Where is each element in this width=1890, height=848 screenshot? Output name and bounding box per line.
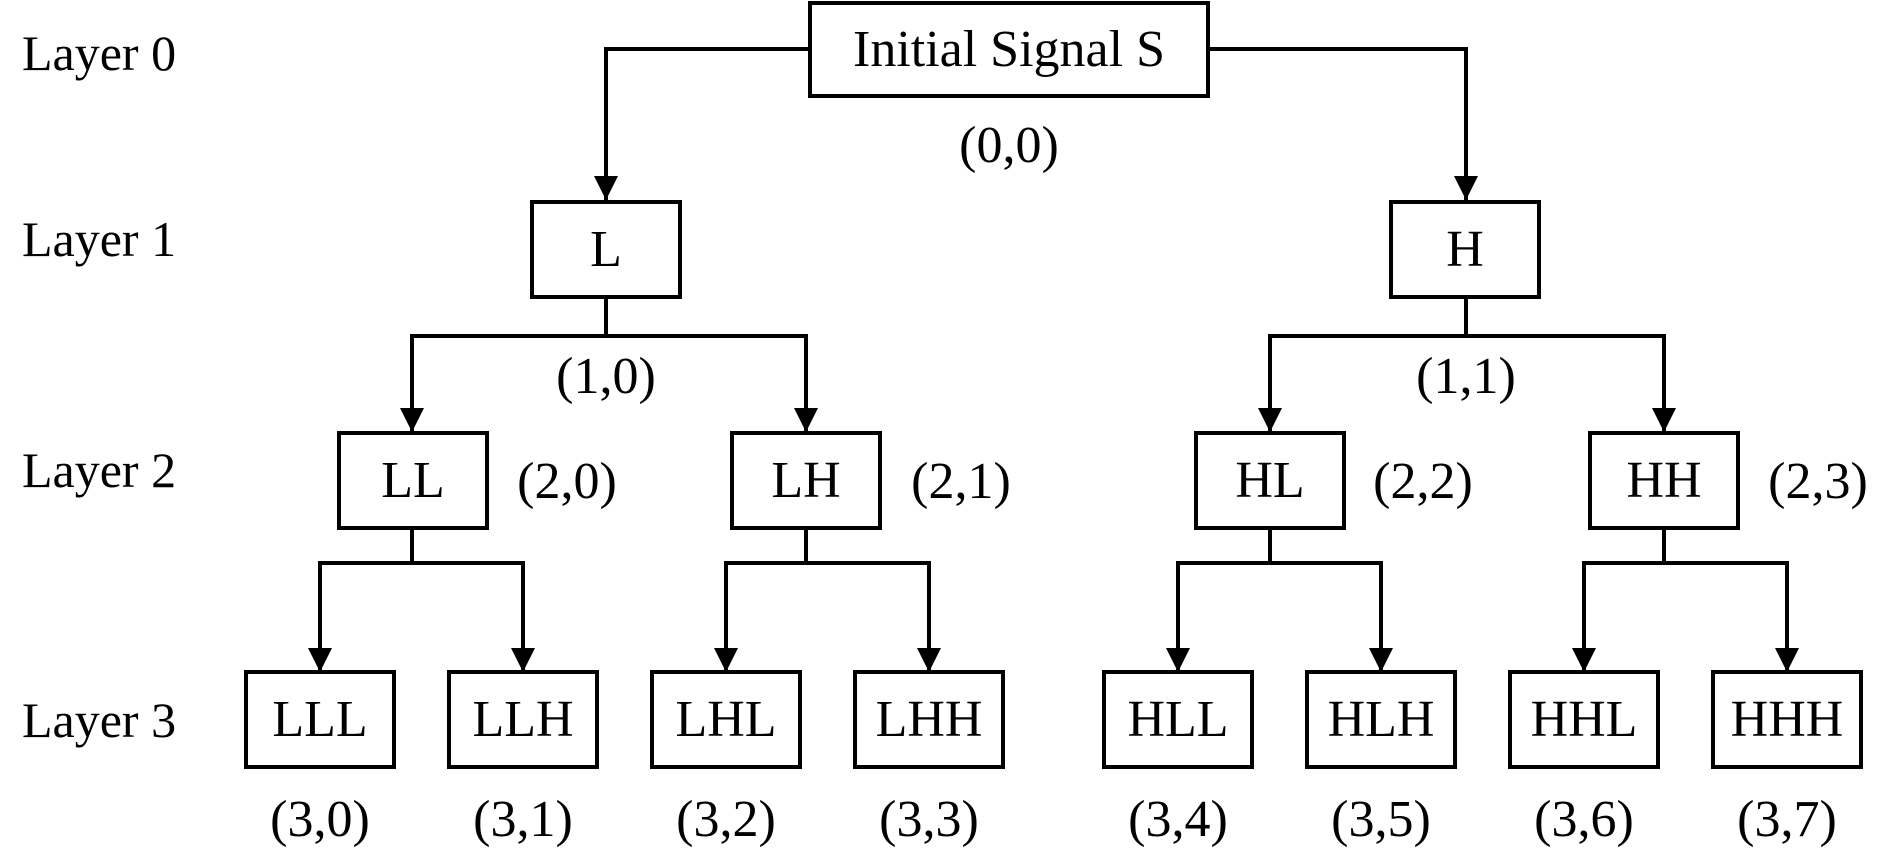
node-l: L [530,200,682,299]
node-llh-box [447,670,599,769]
edge-hl-to-hll [1166,561,1270,672]
layer-label-0: Layer 0 [22,25,176,81]
node-ll-box [337,431,489,530]
coord-hl: (2,2) [1373,453,1473,510]
node-hl-box [1194,431,1346,530]
node-l-box [530,200,682,299]
node-h-box [1389,200,1541,299]
node-hh-box [1588,431,1740,530]
node-hhh-box [1711,670,1863,769]
edge-hl-to-hlh [1270,561,1393,672]
coord-llh: (3,1) [473,791,573,848]
coord-hh: (2,3) [1768,453,1868,510]
coord-lhl: (3,2) [676,791,776,848]
coord-l: (1,0) [556,348,656,405]
coord-ll: (2,0) [517,453,617,510]
node-lh-box [730,431,882,530]
node-lhh-box [853,670,1005,769]
node-hlh-box [1305,670,1457,769]
node-hhh-label: HHH [1731,691,1844,748]
node-hhl: HHL [1508,670,1660,769]
node-ll-label: LL [381,452,445,509]
node-hh: HH [1588,431,1740,530]
node-ll: LL [337,431,489,530]
edge-root-to-l [594,47,808,200]
coord-lll: (3,0) [270,791,370,848]
node-lhl: LHL [650,670,802,769]
layer-label-2: Layer 2 [22,442,176,498]
node-hlh: HLH [1305,670,1457,769]
node-l-label: L [590,221,622,278]
edge-ll-to-llh [412,561,535,672]
coord-hhh: (3,7) [1737,791,1837,848]
coord-hlh: (3,5) [1331,791,1431,848]
node-lh: LH [730,431,882,530]
node-llh: LLH [447,670,599,769]
node-lh-label: LH [771,452,840,509]
node-h: H [1389,200,1541,299]
coord-lhh: (3,3) [879,791,979,848]
edges [308,47,1799,672]
edge-h-to-hh [1466,334,1676,432]
node-hll: HLL [1102,670,1254,769]
coord-lh: (2,1) [911,453,1011,510]
edge-lh-to-lhh [806,561,941,672]
node-root: Initial Signal S [808,1,1210,98]
edge-l-to-lh [606,334,818,432]
node-lll-box [244,670,396,769]
node-lhh: LHH [853,670,1005,769]
edge-hh-to-hhh [1664,561,1799,672]
node-llh-label: LLH [472,691,573,748]
node-hlh-label: HLH [1328,691,1435,748]
node-h-label: H [1446,221,1484,278]
node-lll-label: LLL [272,691,367,748]
edge-hh-to-hhl [1572,561,1664,672]
node-root-box [808,1,1210,98]
node-hll-box [1102,670,1254,769]
node-hhl-box [1508,670,1660,769]
edge-ll-to-lll [308,561,412,672]
coord-hll: (3,4) [1128,791,1228,848]
coord-h: (1,1) [1416,348,1516,405]
node-hhl-label: HHL [1531,691,1638,748]
node-lhl-box [650,670,802,769]
node-lhl-label: LHL [675,691,776,748]
edge-root-to-h [1208,47,1478,200]
node-lll: LLL [244,670,396,769]
node-hl: HL [1194,431,1346,530]
edge-l-to-ll [400,334,606,432]
node-hhh: HHH [1711,670,1863,769]
node-hll-label: HLL [1127,691,1228,748]
layer-label-1: Layer 1 [22,211,176,267]
edge-lh-to-lhl [714,561,806,672]
coord-hhl: (3,6) [1534,791,1634,848]
coord-root: (0,0) [959,117,1059,174]
layer-label-3: Layer 3 [22,692,176,748]
node-hh-label: HH [1626,452,1701,509]
edge-h-to-hl [1258,334,1466,432]
node-hl-label: HL [1235,452,1304,509]
node-lhh-label: LHH [876,691,983,748]
node-root-label: Initial Signal S [853,21,1165,78]
